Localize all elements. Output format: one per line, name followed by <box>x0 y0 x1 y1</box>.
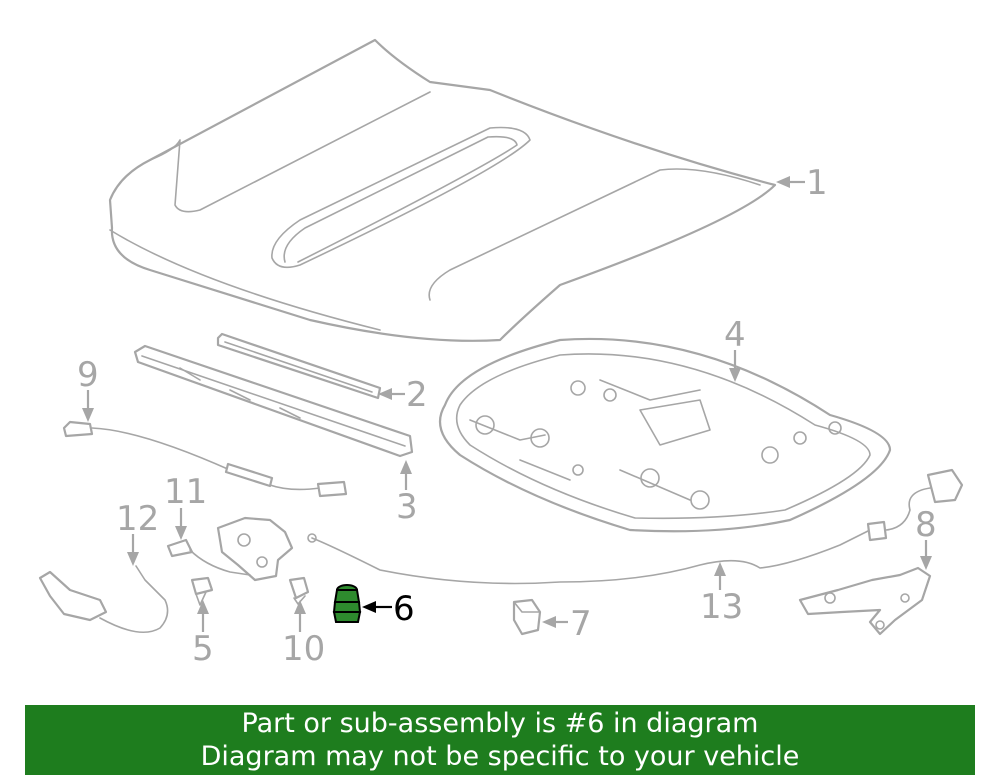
bumper-stop-part[interactable] <box>288 576 310 605</box>
callout-9: 9 <box>77 355 99 395</box>
callout-6: 6 <box>393 589 415 629</box>
insulator-part[interactable] <box>438 337 892 533</box>
callout-11: 11 <box>164 472 207 512</box>
banner-line-2: Diagram may not be specific to your vehi… <box>200 741 800 772</box>
release-cable-part[interactable] <box>62 420 348 498</box>
callout-3: 3 <box>396 487 418 527</box>
callout-13: 13 <box>700 587 743 627</box>
leader-lines <box>82 176 932 632</box>
callout-12: 12 <box>116 499 159 539</box>
part-info-banner: Part or sub-assembly is #6 in diagram Di… <box>25 705 975 775</box>
callout-4: 4 <box>724 315 746 355</box>
cable-part[interactable] <box>307 468 964 585</box>
callout-8: 8 <box>915 505 937 545</box>
weatherstrip-part[interactable] <box>133 344 414 458</box>
secondary-release-part[interactable] <box>38 565 169 634</box>
parts-diagram: 1 2 3 4 5 6 7 8 9 10 11 12 13 <box>38 38 964 669</box>
hood-part[interactable] <box>108 38 777 342</box>
hood-latch-part[interactable] <box>166 516 294 582</box>
banner-line-1: Part or sub-assembly is #6 in diagram <box>241 708 759 739</box>
callout-7: 7 <box>570 604 592 644</box>
seal-strip-part[interactable] <box>216 332 382 400</box>
clip-part[interactable] <box>512 598 542 636</box>
callout-5: 5 <box>192 629 214 669</box>
callout-10: 10 <box>282 629 325 669</box>
callout-2: 2 <box>406 375 428 415</box>
callout-1: 1 <box>806 163 828 203</box>
highlighted-bumper-part[interactable] <box>332 584 362 623</box>
callout-labels: 1 2 3 4 5 6 7 8 9 10 11 12 13 <box>77 163 937 669</box>
bumper-part[interactable] <box>190 576 214 606</box>
hinge-part[interactable] <box>798 566 932 636</box>
